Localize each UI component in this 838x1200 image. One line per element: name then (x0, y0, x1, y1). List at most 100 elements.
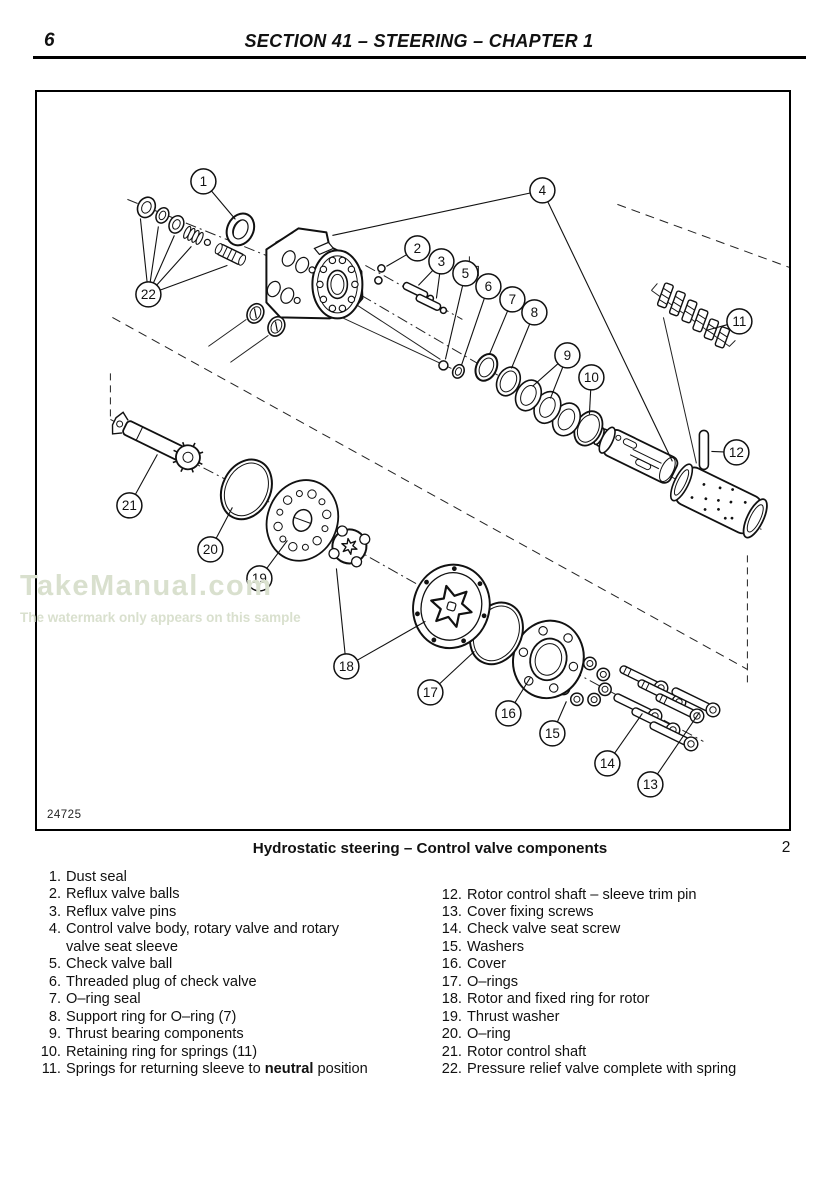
callout-7: 7 (488, 286, 526, 355)
valve-sleeve-cylinder (593, 426, 768, 539)
dust-seal (225, 212, 256, 247)
parts-list-item-text: Reflux valve pins (66, 903, 177, 920)
figure-number: 2 (781, 839, 791, 856)
parts-list-item-number: 11. (41, 1060, 61, 1077)
figure-caption: Hydrostatic steering – Control valve com… (252, 840, 608, 857)
parts-list-item-number: 4. (48, 921, 61, 938)
svg-text:14: 14 (600, 756, 616, 771)
parts-list-item-number: 20. (441, 1026, 462, 1043)
callout-20: 20 (197, 507, 233, 563)
parts-list-item: 20. O–ring (437, 1026, 829, 1043)
parts-list-item: 9. Thrust bearing components (36, 1026, 428, 1043)
parts-list-item-text: Thrust bearing components (66, 1026, 244, 1043)
callout-6: 6 (460, 273, 502, 366)
parts-list-item-number: 7. (48, 991, 61, 1008)
svg-text:20: 20 (203, 542, 218, 557)
callout-15: 15 (539, 701, 567, 747)
parts-list-item: 18.Rotor and fixed ring for rotor (437, 991, 829, 1008)
parts-list-item-text: Rotor control shaft (467, 1043, 587, 1060)
parts-list-item-number: 17. (441, 973, 462, 990)
check-valve-plug (451, 363, 465, 379)
parts-list-item-text: Rotor control shaft – sleeve trim pin (467, 886, 697, 903)
parts-list-item-number: 12. (441, 886, 462, 903)
parts-list-item-text: Springs for returning sleeve to neutral … (66, 1060, 368, 1077)
thrust-bearing-components (514, 379, 582, 437)
callout-16: 16 (495, 677, 531, 727)
svg-text:6: 6 (485, 279, 493, 294)
svg-text:17: 17 (423, 685, 438, 700)
parts-list-right-column: 12. Rotor control shaft – sleeve trim pin… (437, 887, 829, 1079)
parts-list-item-text: Dust seal (66, 869, 127, 885)
svg-text:21: 21 (122, 498, 137, 513)
parts-list-item-number: 14. (441, 921, 462, 938)
svg-text:16: 16 (501, 706, 516, 721)
check-valve-ball (438, 360, 449, 371)
callout-10: 10 (578, 364, 605, 415)
parts-list-item: 1. Dust seal (36, 869, 428, 886)
parts-list-item-number: 22. (441, 1061, 462, 1078)
callout-17: 17 (417, 650, 475, 706)
parts-list-item-number: 5. (48, 956, 61, 973)
page-number: 6 (44, 30, 55, 51)
parts-list-item: 12. Rotor control shaft – sleeve trim pin (437, 887, 829, 904)
parts-list-item: 22.Pressure relief valve complete with s… (437, 1061, 829, 1078)
callout-4: 4 (332, 177, 673, 462)
parts-list-item-text: Check valve ball (66, 956, 173, 973)
control-valve-body (246, 227, 364, 337)
parts-list-item: 10.Retaining ring for springs (11) (36, 1044, 428, 1061)
svg-text:13: 13 (643, 777, 658, 792)
callout-5: 5 (444, 260, 479, 360)
svg-text:4: 4 (539, 183, 547, 198)
cover-fixing-screws (613, 665, 721, 752)
parts-list-item-text: Retaining ring for springs (11) (66, 1043, 258, 1060)
sleeve-trim-pin (698, 429, 710, 471)
parts-list-item-number: 15. (441, 938, 462, 955)
parts-list-item-text: O–rings (467, 973, 519, 990)
svg-text:3: 3 (438, 254, 446, 269)
svg-text:8: 8 (531, 305, 539, 320)
parts-list-item-text: Thrust washer (467, 1008, 560, 1025)
parts-list-item-number: 1. (48, 869, 61, 885)
parts-list-item-number: 16. (441, 956, 462, 973)
reflux-valve-balls (374, 264, 386, 285)
parts-list-item-text: Support ring for O–ring (7) (66, 1008, 237, 1025)
parts-list-item-number: 6. (48, 973, 61, 990)
rotor-and-fixed-ring (412, 563, 491, 650)
parts-list-item-text: O–ring (467, 1026, 511, 1043)
page-title: SECTION 41 – STEERING – CHAPTER 1 (244, 31, 594, 51)
parts-list-item-number: 9. (48, 1026, 61, 1043)
svg-text:18: 18 (339, 659, 354, 674)
parts-list-item: 14. Check valve seat screw (437, 921, 829, 938)
cover (512, 619, 585, 700)
o-ring-seal-7 (474, 353, 499, 382)
parts-list-item-text: Reflux valve balls (66, 886, 180, 903)
svg-text:22: 22 (141, 287, 156, 302)
callout-3: 3 (418, 248, 455, 299)
parts-list-item: 21. Rotor control shaft (437, 1044, 829, 1061)
parts-list-item-number: 2. (48, 886, 61, 903)
parts-list-item: 5. Check valve ball (36, 956, 428, 973)
callout-19: 19 (246, 540, 288, 592)
parts-list-item-text: Threaded plug of check valve (66, 973, 257, 990)
callout-12: 12 (711, 439, 750, 466)
support-ring (495, 366, 522, 397)
callout-14: 14 (594, 713, 643, 777)
parts-list-item-number: 19. (441, 1008, 462, 1025)
parts-list-item-number: 8. (48, 1008, 61, 1025)
parts-list-item-text: O–ring seal (66, 991, 141, 1008)
parts-list-item: 15.Washers (437, 939, 829, 956)
photo-number: 24725 (47, 809, 82, 821)
rotor-coupler (328, 525, 371, 568)
neutral-springs (656, 282, 731, 349)
pressure-relief-valve-assembly (136, 196, 247, 266)
header-rule (33, 56, 806, 59)
parts-list-item-text: Check valve seat screw (467, 921, 621, 938)
svg-text:1: 1 (200, 174, 208, 189)
rotor-control-shaft (111, 411, 204, 473)
svg-text:10: 10 (584, 370, 599, 385)
parts-list-item-number: 21. (441, 1043, 462, 1060)
parts-list-item-text: Control valve body, rotary valve and rot… (66, 921, 340, 955)
